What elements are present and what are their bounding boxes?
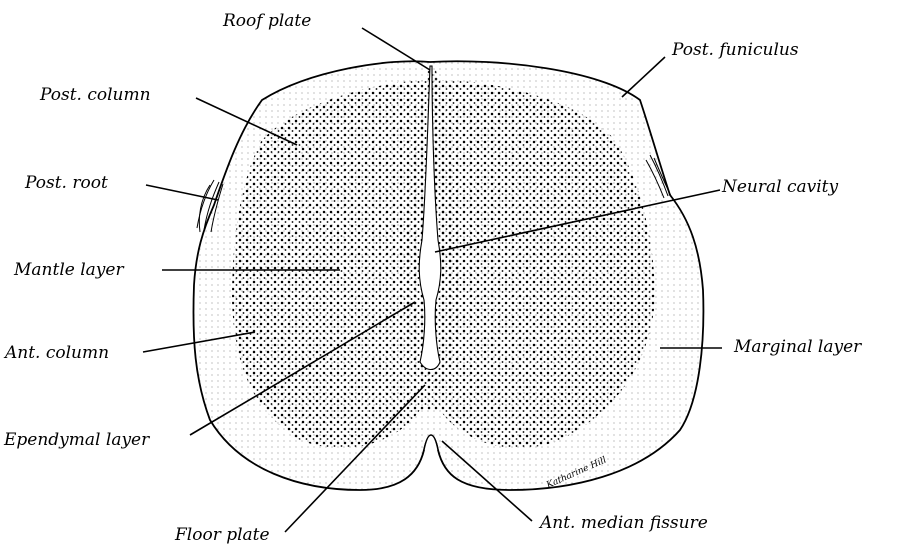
label-mantle-layer: Mantle layer: [13, 260, 124, 280]
leader-post-funiculus: [622, 57, 665, 97]
label-roof-plate: Roof plate: [222, 11, 311, 31]
label-floor-plate: Floor plate: [174, 525, 270, 545]
label-ant-column: Ant. column: [3, 343, 109, 363]
label-neural-cavity: Neural cavity: [721, 177, 839, 197]
label-ant-median-fissure: Ant. median fissure: [538, 513, 708, 533]
label-post-column: Post. column: [39, 85, 151, 105]
label-marginal-layer: Marginal layer: [733, 337, 862, 357]
label-post-root: Post. root: [24, 173, 108, 193]
label-post-funiculus: Post. funiculus: [671, 40, 799, 60]
label-ependymal-layer: Ependymal layer: [3, 430, 150, 450]
